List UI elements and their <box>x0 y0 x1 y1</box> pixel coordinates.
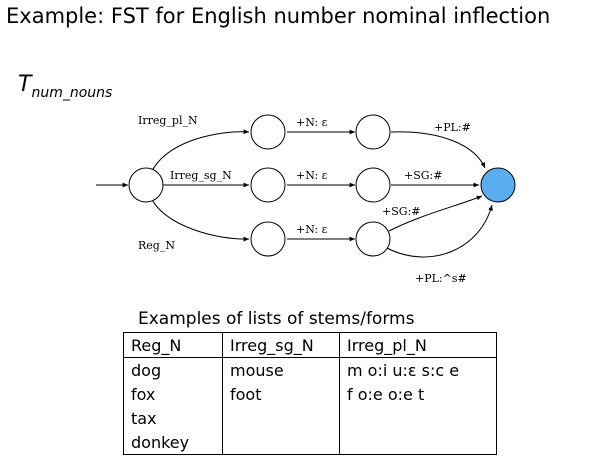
table-cell: tax <box>123 406 223 430</box>
table-cell: f o:e o:e t <box>339 382 497 406</box>
table-row: donkey <box>123 430 497 455</box>
table-cell: donkey <box>123 430 223 455</box>
state-reg-n <box>355 221 391 257</box>
fst-diagram: Irreg_pl_N Irreg_sg_N Reg_N +N: ε +N: ε … <box>96 114 516 285</box>
label-sg-mid: +SG:# <box>404 169 442 182</box>
edge-pl-top <box>390 131 486 169</box>
edge-sg-bot <box>388 195 483 232</box>
transducer-name: Tnum_nouns <box>18 72 112 101</box>
table-cell: mouse <box>222 357 340 382</box>
state-irreg-sg-n <box>355 167 391 203</box>
state-start <box>128 167 164 203</box>
table-cell: m o:i u:ε s:c e <box>339 357 497 382</box>
label-irreg-pl: Irreg_pl_N <box>138 114 198 127</box>
label-irreg-sg: Irreg_sg_N <box>170 169 232 182</box>
transducer-symbol: T <box>18 72 32 97</box>
transducer-subscript: num_nouns <box>31 85 113 101</box>
edge-irreg-pl <box>149 129 250 176</box>
column-header-irreg-pl: Irreg_pl_N <box>339 332 497 358</box>
table-row: tax <box>123 406 497 430</box>
label-n-eps-bot: +N: ε <box>296 223 328 236</box>
table-caption: Examples of lists of stems/forms <box>138 309 415 329</box>
state-final <box>480 167 516 203</box>
table-cell: foot <box>222 382 340 406</box>
table-cell: dog <box>123 357 223 382</box>
table-cell <box>222 430 340 455</box>
label-sg-bot: +SG:# <box>382 205 420 218</box>
table-cell: fox <box>123 382 223 406</box>
label-n-eps-top: +N: ε <box>296 116 328 129</box>
column-header-reg: Reg_N <box>123 332 223 358</box>
state-irreg-pl <box>250 114 286 150</box>
edge-pl-bot <box>386 204 493 258</box>
column-header-irreg-sg: Irreg_sg_N <box>222 332 340 358</box>
state-reg <box>250 221 286 257</box>
table-cell <box>339 406 497 430</box>
label-n-eps-mid: +N: ε <box>296 169 328 182</box>
table-row: dog mouse m o:i u:ε s:c e <box>123 357 497 382</box>
table-cell <box>222 406 340 430</box>
label-reg: Reg_N <box>138 239 175 252</box>
state-irreg-pl-n <box>355 114 391 150</box>
table-cell <box>339 430 497 455</box>
state-irreg-sg <box>250 167 286 203</box>
slide-title: Example: FST for English number nominal … <box>6 4 551 28</box>
table-header-row: Reg_N Irreg_sg_N Irreg_pl_N <box>123 332 497 358</box>
stems-table: Reg_N Irreg_sg_N Irreg_pl_N dog mouse m … <box>123 332 497 455</box>
table-row: fox foot f o:e o:e t <box>123 382 497 406</box>
label-pl-bot: +PL:^s# <box>415 272 467 285</box>
label-pl-top: +PL:# <box>434 121 471 134</box>
edge-reg <box>149 195 250 242</box>
